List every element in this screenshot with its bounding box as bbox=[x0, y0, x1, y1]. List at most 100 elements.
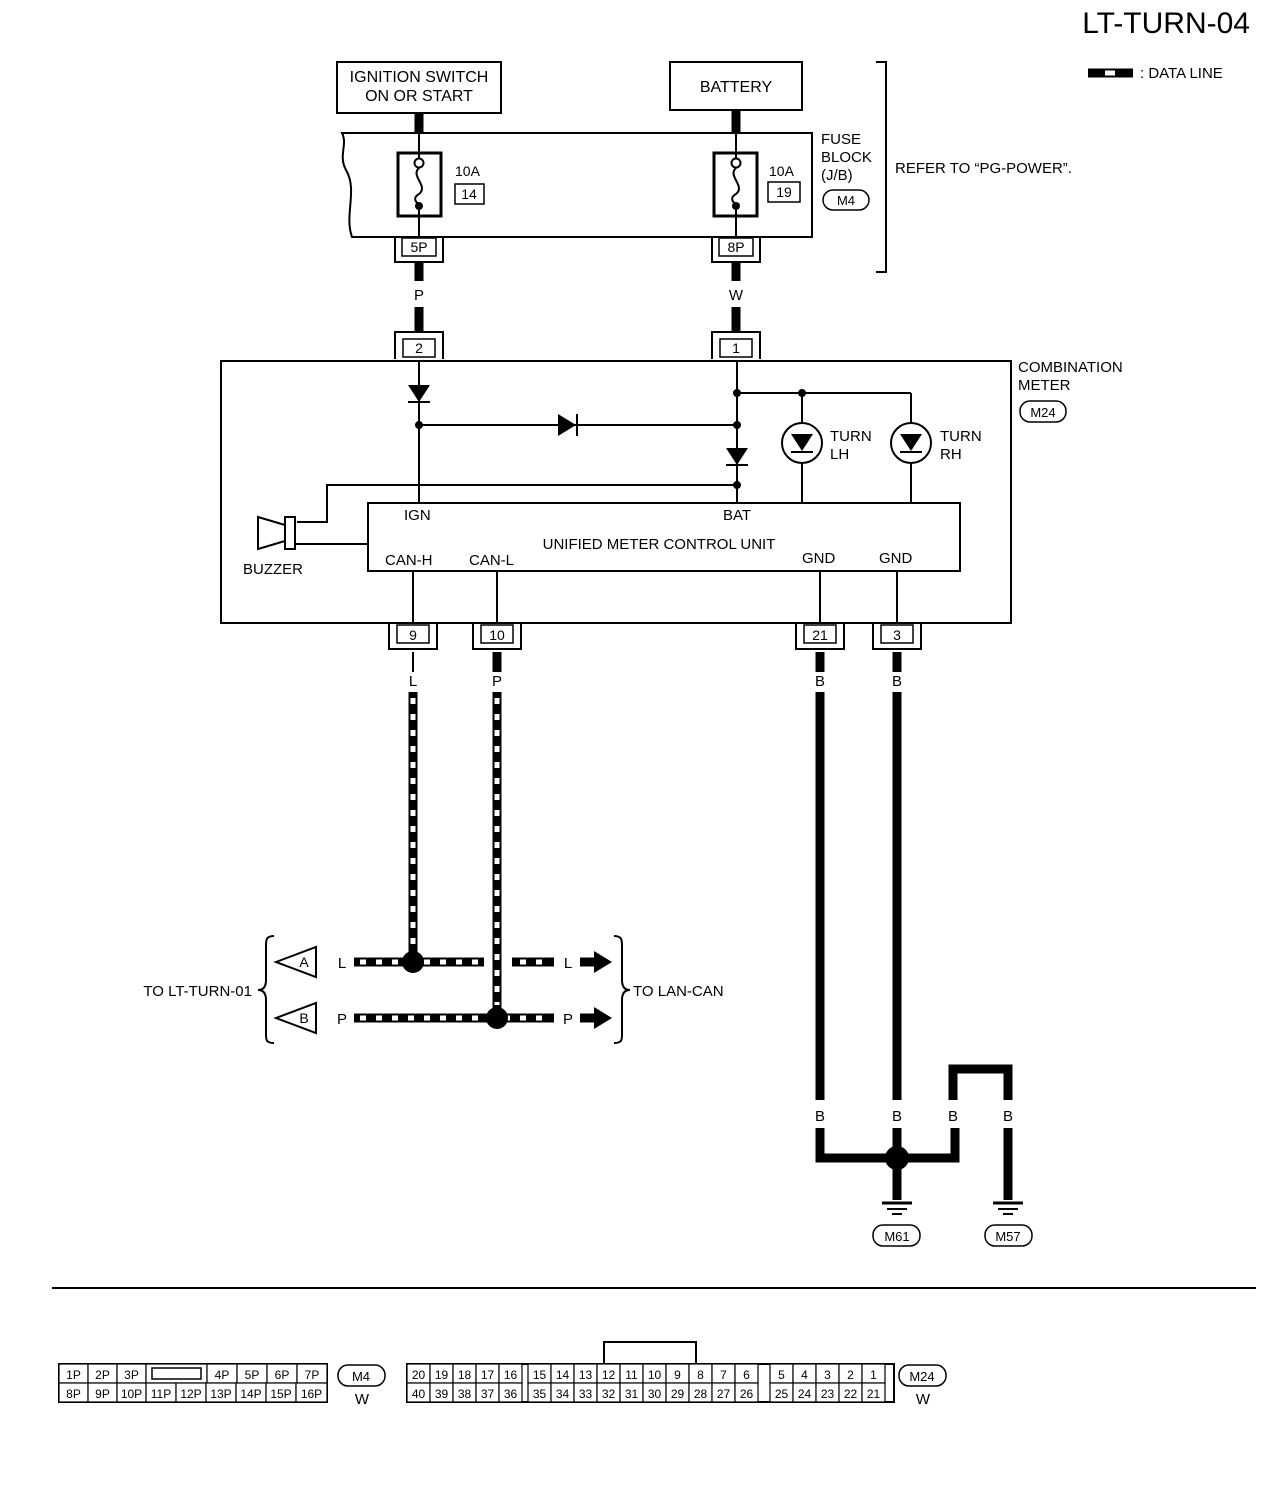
m24-pin-16-label: 16 bbox=[504, 1368, 518, 1382]
wire-w-bat: W bbox=[729, 262, 744, 332]
m24-pin-14-label: 14 bbox=[556, 1368, 570, 1382]
unit-can-h: CAN-H bbox=[385, 552, 433, 569]
meter-pin-21-label: 21 bbox=[812, 627, 828, 643]
m24-pin-26-cell bbox=[734, 1382, 759, 1403]
wire-color-can-l: P bbox=[492, 673, 502, 690]
fuse-14-number: 14 bbox=[461, 186, 477, 202]
m24-pin-6-label: 6 bbox=[743, 1368, 750, 1382]
link-left-label: TO LT-TURN-01 bbox=[143, 983, 252, 1000]
m24-pin-34-label: 34 bbox=[556, 1387, 570, 1401]
wire-color-gnd-2: B bbox=[892, 673, 902, 690]
m4-pin-10P-label: 10P bbox=[121, 1387, 142, 1401]
ground-color-4: B bbox=[1003, 1108, 1013, 1125]
m4-pin-12P-label: 12P bbox=[180, 1387, 201, 1401]
m24-pin-20-label: 20 bbox=[412, 1368, 426, 1382]
link-b-color-right: P bbox=[563, 1011, 573, 1028]
m24-pin-23-label: 23 bbox=[821, 1387, 835, 1401]
fuse-block: 10A 14 10A 19 bbox=[340, 132, 813, 238]
m4-pin-16P-label: 16P bbox=[301, 1387, 322, 1401]
wire-p-ign: P bbox=[414, 262, 424, 332]
m24-pin-24-label: 24 bbox=[798, 1387, 812, 1401]
unit-can-l: CAN-L bbox=[469, 552, 514, 569]
combination-meter: TURN LH TURN RH BUZZER IGN BAT UNIFIED M… bbox=[220, 360, 1012, 624]
m24-pin-9-label: 9 bbox=[674, 1368, 681, 1382]
can-h-wire: L bbox=[408, 652, 418, 952]
link-b-arrow bbox=[273, 1001, 317, 1035]
link-a-color-left: L bbox=[338, 955, 346, 972]
ground-m57-label: M57 bbox=[995, 1229, 1020, 1244]
can-l-wire: P bbox=[492, 652, 502, 1008]
m4-pin-15P-label: 15P bbox=[270, 1387, 291, 1401]
connector-m4-label: M4 bbox=[352, 1369, 370, 1384]
turn-lh-lamp: TURN LH bbox=[781, 422, 872, 464]
meter-pin-1: 1 bbox=[711, 331, 761, 359]
m4-pin-6P-label: 6P bbox=[275, 1368, 290, 1382]
meter-pin-3-label: 3 bbox=[893, 627, 901, 643]
m4-pin-11P-label: 11P bbox=[151, 1387, 171, 1401]
m24-pin-13-label: 13 bbox=[579, 1368, 593, 1382]
turn-lh-label-1: TURN bbox=[830, 428, 872, 445]
meter-pin-9: 9 bbox=[388, 624, 438, 650]
data-line-legend: : DATA LINE bbox=[1088, 65, 1223, 82]
m24-pin-21-cell bbox=[861, 1382, 886, 1403]
ignition-label-2: ON OR START bbox=[365, 88, 473, 105]
m4-pin-4P-label: 4P bbox=[215, 1368, 230, 1382]
meter-pin-10: 10 bbox=[472, 624, 522, 650]
meter-pin-3: 3 bbox=[872, 624, 922, 650]
meter-label-1: COMBINATION bbox=[1018, 359, 1123, 376]
fuse-14-rating: 10A bbox=[455, 163, 481, 179]
ground-m61-label: M61 bbox=[884, 1229, 909, 1244]
meter-pin-21: 21 bbox=[795, 624, 845, 650]
m24-pin-40-label: 40 bbox=[412, 1387, 426, 1401]
m24-pin-27-label: 27 bbox=[717, 1387, 731, 1401]
battery-label: BATTERY bbox=[700, 79, 773, 96]
link-b-row: B P P bbox=[273, 1001, 612, 1035]
ground-m61-icon bbox=[882, 1201, 912, 1215]
connector-m24-id: M24 W bbox=[898, 1364, 947, 1408]
fuse-19-rating: 10A bbox=[769, 163, 795, 179]
ground-color-1: B bbox=[815, 1108, 825, 1125]
m24-pin-5-label: 5 bbox=[778, 1368, 785, 1382]
terminal-8p: 8P bbox=[711, 237, 761, 263]
m24-pin-10-label: 10 bbox=[648, 1368, 662, 1382]
fuse-19: 10A 19 bbox=[712, 151, 801, 218]
diode-ign bbox=[408, 385, 430, 402]
m24-pin-36-label: 36 bbox=[504, 1387, 518, 1401]
battery: BATTERY bbox=[669, 61, 803, 111]
unified-meter-control-unit: IGN BAT UNIFIED METER CONTROL UNIT CAN-H… bbox=[367, 502, 961, 572]
ignition-label-1: IGNITION SWITCH bbox=[350, 69, 489, 86]
m24-pin-30-label: 30 bbox=[648, 1387, 662, 1401]
page-title: LT-TURN-04 bbox=[1082, 7, 1250, 40]
m24-pin-39-label: 39 bbox=[435, 1387, 449, 1401]
ground-m57-icon bbox=[993, 1201, 1023, 1215]
meter-label-2: METER bbox=[1018, 377, 1071, 394]
wire-color-ign: P bbox=[414, 287, 424, 304]
link-a-arrow bbox=[273, 945, 317, 979]
m4-pin-9P-label: 9P bbox=[95, 1387, 110, 1401]
m4-pin-3P-label: 3P bbox=[124, 1368, 139, 1382]
buzzer-label: BUZZER bbox=[243, 561, 303, 578]
m24-pin-18-label: 18 bbox=[458, 1368, 472, 1382]
meter-pin-1-label: 1 bbox=[732, 340, 740, 356]
m24-pin-11-label: 11 bbox=[625, 1368, 638, 1382]
link-a-row: A L L bbox=[273, 945, 612, 979]
wire-color-can-h: L bbox=[409, 673, 417, 690]
m24-pin-3-label: 3 bbox=[824, 1368, 831, 1382]
meter-connector: M24 bbox=[1030, 405, 1055, 420]
m4-pin-5P-label: 5P bbox=[245, 1368, 260, 1382]
m24-pin-38-label: 38 bbox=[458, 1387, 472, 1401]
unit-gnd-2: GND bbox=[879, 550, 913, 567]
link-b-color-left: P bbox=[337, 1011, 347, 1028]
turn-lh-label-2: LH bbox=[830, 446, 849, 463]
fuse-block-label-1: FUSE bbox=[821, 131, 861, 148]
m24-pin-12-label: 12 bbox=[602, 1368, 616, 1382]
ignition-switch: IGNITION SWITCH ON OR START bbox=[336, 61, 502, 114]
m4-pin-2P-label: 2P bbox=[95, 1368, 110, 1382]
unit-gnd-1: GND bbox=[802, 550, 836, 567]
meter-pin-2-label: 2 bbox=[415, 340, 423, 356]
m24-pin-32-label: 32 bbox=[602, 1387, 616, 1401]
ground-color-3: B bbox=[948, 1108, 958, 1125]
link-a-color-right: L bbox=[564, 955, 572, 972]
